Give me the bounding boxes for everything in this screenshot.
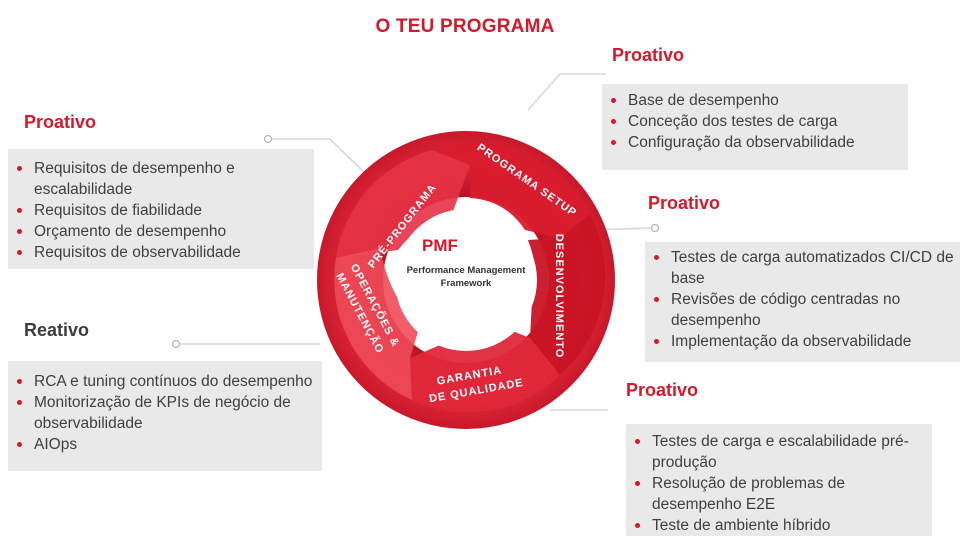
segment-garantia [410,330,560,413]
segment-label-desenvolvimento: DESENVOLVIMENTO [553,234,565,359]
segment-pre-programa [336,150,470,258]
list-item: Base de desempenho [602,90,908,111]
list-programa-setup: Base de desempenho Conceção dos testes d… [602,90,908,153]
heading-pre-programa: Proativo [24,112,97,132]
panel-operacoes: RCA e tuning contínuos do desempenho Mon… [8,361,322,471]
list-item: Teste de ambiente híbrido [626,515,932,536]
list-item: Orçamento de desempenho [8,221,314,242]
heading-operacoes: Reativo [24,320,90,340]
list-item: Configuração da observabilidade [602,132,908,153]
ring-segments [334,143,606,413]
segment-desenvolvimento [528,214,606,375]
list-item: Requisitos de desempenho e escalabilidad… [8,158,314,200]
list-item: AIOps [8,434,322,455]
list-item: Testes de carga automatizados CI/CD de b… [645,247,956,289]
ring-center [395,209,537,351]
panel-desenvolvimento: Testes de carga automatizados CI/CD de b… [645,242,960,362]
list-item: Implementação da observabilidade [645,331,956,352]
connector-dot-desenvolvimento [650,223,660,233]
center-subtitle-line1: Performance Management [406,265,526,276]
list-item: Testes de carga e escalabilidade pré-pro… [626,431,932,473]
center-subtitle-line2: Framework [440,278,492,289]
list-operacoes: RCA e tuning contínuos do desempenho Mon… [8,371,322,455]
list-garantia: Testes de carga e escalabilidade pré-pro… [626,431,932,536]
center-title: PMF [422,236,458,255]
list-item: Resolução de problemas de desempenho E2E [626,473,932,515]
list-item: Revisões de código centradas no desempen… [645,289,956,331]
page-title: O TEU PROGRAMA [375,16,555,37]
heading-garantia: Proativo [626,380,699,400]
list-item: Monitorização de KPIs de negócio de obse… [8,392,322,434]
connector-dot-operacoes [171,339,181,349]
list-pre-programa: Requisitos de desempenho e escalabilidad… [8,158,314,263]
connector-pre-programa [268,138,371,179]
segment-programa-setup [432,143,590,238]
list-item: Requisitos de observabilidade [8,242,314,263]
connector-programa-setup [527,73,606,111]
panel-pre-programa: Requisitos de desempenho e escalabilidad… [8,149,314,269]
list-desenvolvimento: Testes de carga automatizados CI/CD de b… [645,247,956,352]
connector-dot-pre-programa [263,134,273,144]
connector-lines [176,73,656,411]
list-item: Conceção dos testes de carga [602,111,908,132]
segment-operacoes [334,248,420,400]
heading-programa-setup: Proativo [612,45,685,65]
list-item: RCA e tuning contínuos do desempenho [8,371,322,392]
panel-programa-setup: Base de desempenho Conceção dos testes d… [602,84,908,170]
center-subtitle: Performance Management Framework [395,264,537,290]
panel-garantia: Testes de carga e escalabilidade pré-pro… [626,424,932,536]
list-item: Requisitos de fiabilidade [8,200,314,221]
heading-desenvolvimento: Proativo [648,193,721,213]
